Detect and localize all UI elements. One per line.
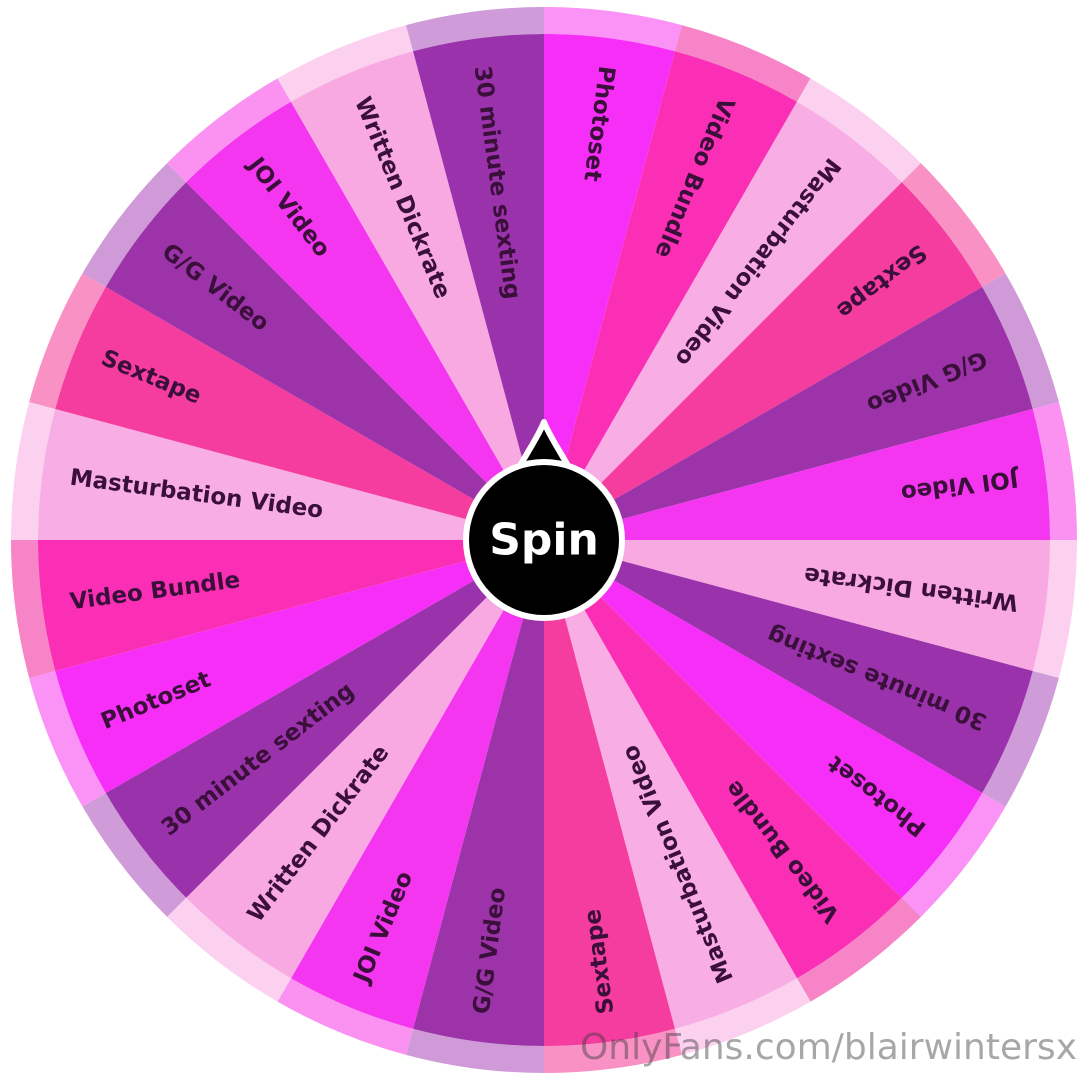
rim-segment [674,25,811,102]
wheel-segment [544,182,983,540]
rim-segment [29,273,106,410]
wheel-segment [544,287,1033,540]
wheel-segment [544,540,983,898]
rim-segment [544,7,682,52]
wheel-segment [413,34,544,540]
rim-segment [797,897,921,1002]
rim-segment [901,163,1006,287]
rim-segment [406,1028,544,1073]
rim-segment [277,25,414,102]
wheel-segment [544,540,797,1029]
rim-segment [1032,540,1077,678]
wheel-segments [38,34,1050,1046]
wheel-segment [105,540,545,898]
rim-segment [982,273,1059,410]
wheel-segment [38,540,544,671]
watermark: OnlyFans.com/blairwintersx [579,1027,1077,1068]
rim-segment [797,78,921,183]
spin-button[interactable]: Spin [463,419,625,621]
rim-segment [1032,402,1077,540]
wheel-segment [186,540,544,979]
wheel-segment [413,540,544,1046]
wheel-segment [55,287,545,540]
wheel-segment [291,540,544,1029]
rim-segment [674,978,811,1055]
spin-button-circle[interactable] [463,459,625,621]
wheel-segment [105,182,545,540]
wheel-segment [544,540,675,1046]
rim-segment [29,670,106,807]
wheel-segment [291,51,544,541]
wheel-segment [544,409,1050,540]
rim-segment [982,670,1059,807]
rim-segment [82,793,187,917]
rim-segment [11,540,56,678]
rim-segment [167,897,291,1002]
wheel-segment [544,540,1033,793]
wheel-rim [11,6,1077,1073]
rim-segment [11,402,56,540]
rim-segment [277,978,414,1055]
wheel-segment [544,34,675,540]
wheel-segment [38,409,544,540]
wheel-segment [55,540,545,793]
rim-segment [406,6,544,52]
wheel-segment [544,540,902,979]
rim-segment [901,793,1006,917]
wheel-segment [186,101,544,541]
wheel-segment [544,540,1050,671]
rim-segment [82,163,187,287]
rim-segment [544,1028,682,1073]
rim-segment [167,78,291,183]
wheel-segment [544,101,902,541]
spin-button-label[interactable]: Spin [489,515,599,566]
wheel-segment [544,51,797,541]
